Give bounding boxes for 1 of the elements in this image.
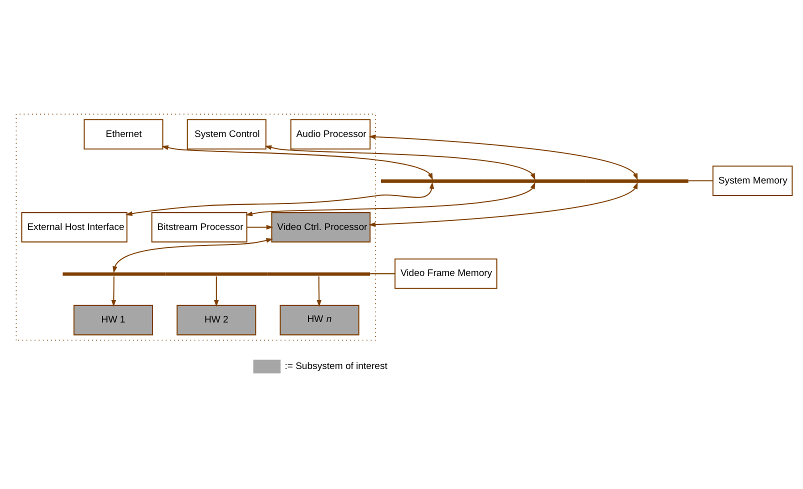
legend-label: := Subsystem of interest: [284, 360, 388, 372]
